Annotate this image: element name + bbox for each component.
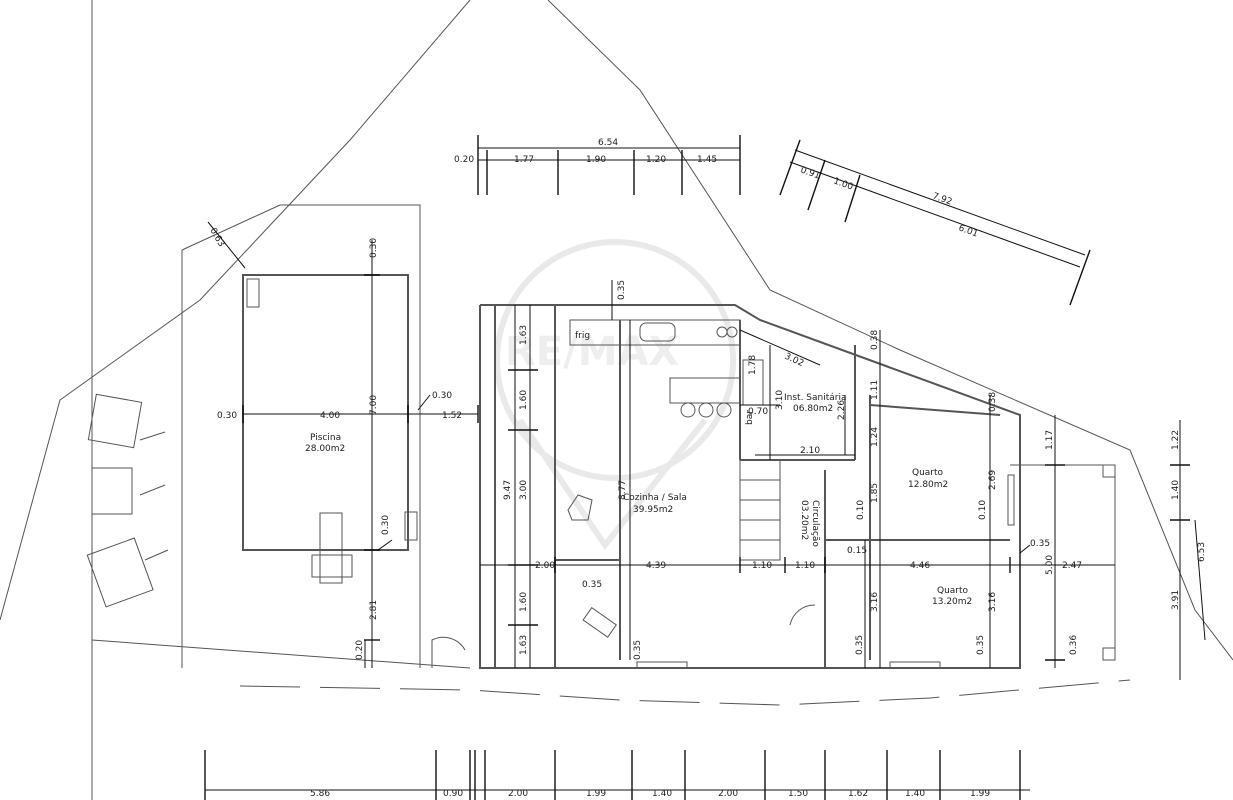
dim-int-010b: 0.10: [978, 500, 988, 520]
dim-int-302: 3.02: [783, 352, 805, 370]
dim-left-035top: 0.35: [617, 280, 627, 300]
dim-int-226: 2.26: [837, 400, 847, 420]
dim-int-035d: 0.35: [976, 635, 986, 655]
pool-area: 28.00m2: [305, 444, 345, 454]
dim-bottom-3: 1.99: [586, 789, 606, 799]
bar-label: bar: [745, 410, 755, 425]
dim-diag-a: 0.91: [799, 165, 821, 181]
dim-pool-281: 2.81: [369, 600, 379, 620]
dim-left-163a: 1.63: [519, 325, 529, 345]
dim-int-200: 2.00: [535, 561, 555, 571]
top-dimensions: 6.54 0.20 1.77 1.90 1.20 1.45: [454, 135, 741, 195]
dim-bottom-1: 0.90: [443, 789, 463, 799]
dim-pool-020: 0.20: [355, 640, 365, 660]
dim-bottom-4: 1.40: [652, 789, 672, 799]
dim-bottom-5: 2.00: [718, 789, 738, 799]
dim-int-110b: 1.10: [795, 561, 815, 571]
dim-top-1: 1.77: [514, 155, 534, 165]
dim-int-111: 1.11: [870, 380, 880, 400]
dim-right-500: 5.00: [1045, 555, 1055, 575]
sanitary-name: Inst. Sanitária: [784, 393, 847, 403]
sanitary-area: 06.80m2: [793, 404, 833, 414]
dim-right-653: 6.53: [1197, 542, 1207, 562]
dim-bottom-8: 1.40: [905, 789, 925, 799]
dim-int-038b: 0.38: [988, 392, 998, 412]
garden-furniture: [86, 393, 169, 608]
dim-diag-e: 0.63: [207, 227, 226, 249]
dim-int-316b: 3.16: [988, 592, 998, 612]
fridge-label: frig: [575, 331, 590, 341]
dim-int-210: 2.10: [800, 446, 820, 456]
dim-bottom-9: 1.99: [970, 789, 990, 799]
bottom-dimensions: 5.86 0.90 2.00 1.99 1.40 2.00 1.50 1.62 …: [204, 750, 1030, 800]
dim-bottom-0: 5.86: [310, 789, 330, 799]
dim-right-122: 1.22: [1171, 430, 1181, 450]
dim-right-140: 1.40: [1171, 480, 1181, 500]
dim-right-117: 1.17: [1045, 430, 1055, 450]
dim-int-178: 1.78: [748, 355, 758, 375]
dim-int-010a: 0.10: [856, 500, 866, 520]
dim-right-036: 0.36: [1069, 635, 1079, 655]
bedroom1-area: 12.80m2: [908, 480, 948, 490]
dim-left-160b: 1.60: [519, 592, 529, 612]
dim-left-163b: 1.63: [519, 635, 529, 655]
dim-right-247: 2.47: [1062, 561, 1082, 571]
dim-int-446: 4.46: [910, 561, 930, 571]
dim-pool-030a: 0.30: [217, 411, 237, 421]
circulation-name: Circulação: [810, 500, 820, 547]
pool-dimensions: 0.30 4.00 1.52 0.30 0.30 7.00 0.30 2.81 …: [217, 238, 479, 668]
dim-bottom-6: 1.50: [788, 789, 808, 799]
watermark-balloon: RE/MAX: [494, 239, 736, 551]
kitchen-area: 39.95m2: [633, 505, 673, 515]
circulation-area: 03.20m2: [799, 500, 809, 540]
bedroom2-name: Quarto: [937, 586, 969, 596]
dim-int-185: 1.85: [870, 483, 880, 503]
kitchen-name: Cozinha / Sala: [623, 493, 687, 503]
dim-int-015: 0.15: [847, 546, 867, 556]
dim-int-110a: 1.10: [752, 561, 772, 571]
svg-text:RE/MAX: RE/MAX: [505, 329, 679, 375]
dim-right-391: 3.91: [1171, 590, 1181, 610]
pool: [242, 274, 418, 584]
house-walls: [431, 304, 1116, 669]
dim-pool-030d: 0.30: [381, 515, 391, 535]
dim-pool-030b: 0.30: [432, 391, 452, 401]
dim-right-035e: 0.35: [1030, 539, 1050, 549]
dim-diag-b: 1.00: [832, 176, 855, 192]
dim-top-2: 1.90: [586, 155, 606, 165]
dim-int-310: 3.10: [775, 390, 785, 410]
dim-int-035a: 0.35: [582, 580, 602, 590]
dim-int-439: 4.39: [646, 561, 666, 571]
dim-top-total: 6.54: [598, 138, 618, 148]
dim-left-300: 3.00: [519, 480, 529, 500]
pool-name: Piscina: [310, 433, 341, 443]
dim-int-035b: 0.35: [633, 640, 643, 660]
dim-int-070: 0.70: [748, 407, 768, 417]
dim-int-269: 2.69: [988, 470, 998, 490]
right-dimensions: 1.17 5.00 0.35 2.47 0.36 1.22 1.40 3.91 …: [1019, 415, 1207, 680]
dim-pool-030c: 0.30: [369, 238, 379, 258]
bedroom1-name: Quarto: [912, 468, 944, 478]
dim-left-947: 9.47: [503, 480, 513, 500]
dim-int-124: 1.24: [870, 427, 880, 447]
dim-top-3: 1.20: [646, 155, 666, 165]
dim-bottom-2: 2.00: [508, 789, 528, 799]
dim-int-035c: 0.35: [855, 635, 865, 655]
bedroom2-area: 13.20m2: [932, 597, 972, 607]
dim-int-877: 8.77: [618, 480, 628, 500]
dim-pool-152: 1.52: [442, 411, 462, 421]
dim-top-0: 0.20: [454, 155, 474, 165]
dim-int-316a: 3.16: [870, 592, 880, 612]
dim-bottom-7: 1.62: [848, 789, 868, 799]
dim-int-038a: 0.38: [870, 330, 880, 350]
dim-pool-400: 4.00: [320, 411, 340, 421]
dim-top-4: 1.45: [697, 155, 717, 165]
dim-diag-c: 7.92: [931, 191, 953, 207]
dim-pool-700: 7.00: [369, 395, 379, 415]
dim-diag-d: 6.01: [957, 223, 979, 239]
dim-left-160a: 1.60: [519, 390, 529, 410]
